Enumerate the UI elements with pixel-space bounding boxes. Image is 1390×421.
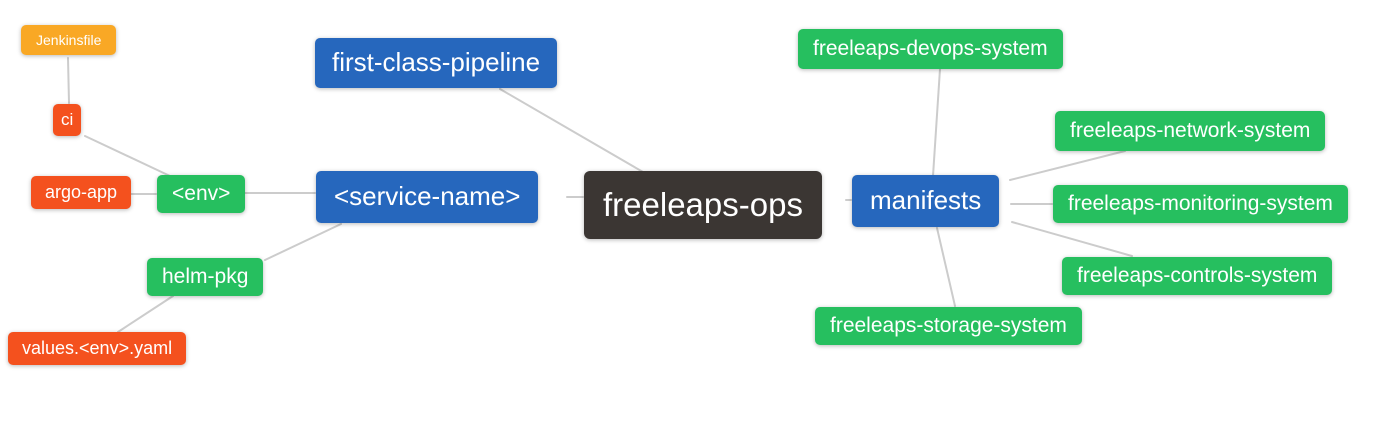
node-argo-app[interactable]: argo-app (31, 176, 132, 209)
node-jenkinsfile[interactable]: Jenkinsfile (21, 25, 117, 56)
node-values-env-yaml[interactable]: values.<env>.yaml (8, 332, 187, 365)
edge-values-to-helm-pkg (117, 295, 174, 333)
node-ci[interactable]: ci (53, 104, 82, 136)
edge-pipeline-to-root (499, 88, 644, 173)
node-freeleaps-network-system[interactable]: freeleaps-network-system (1055, 111, 1326, 152)
node-service-name[interactable]: <service-name> (316, 171, 539, 223)
node-manifests[interactable]: manifests (852, 175, 1000, 227)
node-freeleaps-controls-system[interactable]: freeleaps-controls-system (1062, 257, 1333, 296)
edge-manifests-to-controls-system (1011, 221, 1133, 257)
edge-manifests-to-network-system (1009, 150, 1126, 181)
edge-helm-pkg-to-service-name (264, 223, 342, 261)
edge-jenkinsfile-to-ci (67, 57, 70, 104)
node-first-class-pipeline[interactable]: first-class-pipeline (315, 38, 558, 88)
node-freeleaps-monitoring-system[interactable]: freeleaps-monitoring-system (1053, 185, 1348, 224)
node-freeleaps-ops-root[interactable]: freeleaps-ops (584, 171, 822, 239)
node-helm-pkg[interactable]: helm-pkg (147, 258, 264, 297)
edge-manifests-to-storage-system (936, 227, 956, 307)
edge-manifests-to-devops-system (932, 68, 941, 177)
edge-ci-to-env (84, 135, 171, 177)
node-freeleaps-storage-system[interactable]: freeleaps-storage-system (815, 307, 1082, 346)
node-freeleaps-devops-system[interactable]: freeleaps-devops-system (798, 29, 1063, 70)
node-env[interactable]: <env> (157, 175, 246, 214)
